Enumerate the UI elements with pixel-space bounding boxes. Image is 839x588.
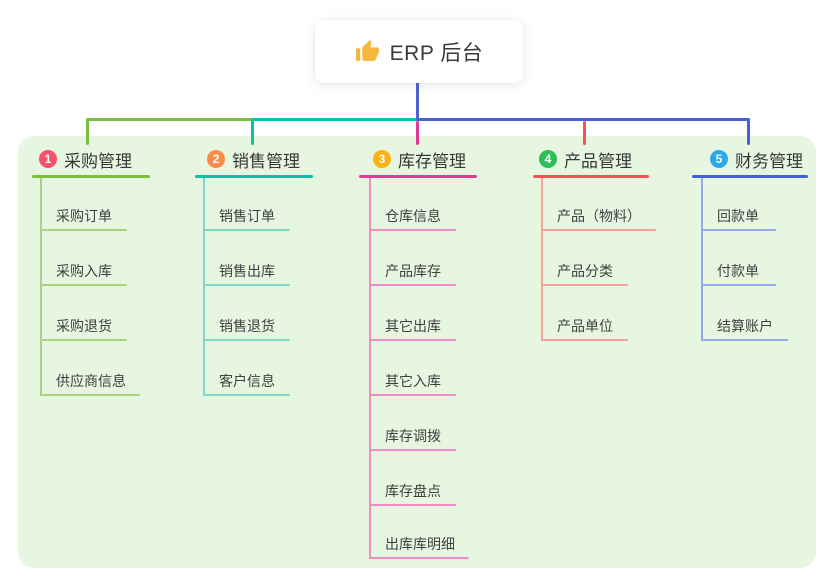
root-node-erp[interactable]: ERP 后台	[315, 20, 523, 83]
child-underline	[369, 504, 456, 506]
connector-horizontal-sales	[251, 118, 418, 121]
branch-badge-sales: 2	[207, 150, 225, 168]
child-underline	[369, 284, 456, 286]
child-node-sales-return[interactable]: 销售退货	[219, 318, 275, 334]
child-node-sales-order[interactable]: 销售订单	[219, 208, 275, 224]
child-node-product-stock[interactable]: 产品库存	[385, 263, 441, 279]
branch-title-product: 产品管理	[564, 151, 632, 171]
child-node-product-material[interactable]: 产品（物料）	[557, 208, 641, 224]
child-node-outbound-detail[interactable]: 出库库明细	[385, 536, 455, 552]
branch-node-finance[interactable]: 5 财务管理	[710, 147, 803, 171]
branch-underline-product	[533, 175, 649, 178]
child-underline	[203, 339, 290, 341]
child-underline	[369, 339, 456, 341]
child-node-stock-transfer[interactable]: 库存调拨	[385, 428, 441, 444]
branch-node-purchase[interactable]: 1 采购管理	[39, 147, 132, 171]
child-underline	[40, 229, 127, 231]
connector-drop-finance	[747, 118, 750, 145]
child-node-warehouse-info[interactable]: 仓库信息	[385, 208, 441, 224]
child-node-sales-outbound[interactable]: 销售出库	[219, 263, 275, 279]
connector-drop-inventory	[416, 121, 419, 145]
branch-title-inventory: 库存管理	[398, 151, 466, 171]
child-node-product-unit[interactable]: 产品单位	[557, 318, 613, 334]
branch-badge-finance: 5	[710, 150, 728, 168]
connector-drop-purchase	[86, 118, 89, 145]
branch-badge-purchase: 1	[39, 150, 57, 168]
connector-root-stem	[416, 82, 419, 121]
child-underline	[541, 284, 628, 286]
branch-badge-inventory: 3	[373, 150, 391, 168]
child-node-settlement-account[interactable]: 结算账户	[717, 318, 773, 334]
child-underline	[701, 229, 776, 231]
connector-horizontal-finance	[416, 118, 750, 121]
branch-node-product[interactable]: 4 产品管理	[539, 147, 632, 171]
connector-drop-product	[583, 121, 586, 145]
child-underline	[203, 394, 290, 396]
child-underline	[541, 339, 628, 341]
child-node-product-category[interactable]: 产品分类	[557, 263, 613, 279]
child-node-other-outbound[interactable]: 其它出库	[385, 318, 441, 334]
branch-spine-purchase	[40, 178, 42, 396]
child-node-receipt[interactable]: 回款单	[717, 208, 759, 224]
child-node-other-inbound[interactable]: 其它入库	[385, 373, 441, 389]
child-underline	[40, 394, 140, 396]
branch-title-finance: 财务管理	[735, 151, 803, 171]
branch-spine-finance	[701, 178, 703, 341]
child-underline	[203, 229, 290, 231]
branch-underline-inventory	[359, 175, 477, 178]
connector-horizontal-purchase	[86, 118, 253, 121]
branch-spine-sales	[203, 178, 205, 396]
root-node-label: ERP 后台	[389, 41, 484, 65]
child-node-supplier-info[interactable]: 供应商信息	[56, 373, 126, 389]
child-underline	[369, 449, 456, 451]
child-underline	[541, 229, 656, 231]
child-underline	[701, 284, 776, 286]
child-underline	[369, 394, 456, 396]
branch-spine-product	[541, 178, 543, 341]
child-underline	[701, 339, 788, 341]
branch-title-purchase: 采购管理	[64, 151, 132, 171]
branch-badge-product: 4	[539, 150, 557, 168]
branch-underline-sales	[195, 175, 313, 178]
child-node-stock-count[interactable]: 库存盘点	[385, 483, 441, 499]
child-node-purchase-inbound[interactable]: 采购入库	[56, 263, 112, 279]
thumbs-up-icon	[355, 40, 379, 61]
child-underline	[40, 284, 127, 286]
branch-node-sales[interactable]: 2 销售管理	[207, 147, 300, 171]
branch-node-inventory[interactable]: 3 库存管理	[373, 147, 466, 171]
connector-drop-sales	[251, 118, 254, 145]
child-node-purchase-return[interactable]: 采购退货	[56, 318, 112, 334]
child-underline	[203, 284, 290, 286]
branch-underline-purchase	[32, 175, 150, 178]
branch-title-sales: 销售管理	[232, 151, 300, 171]
child-node-payment[interactable]: 付款单	[717, 263, 759, 279]
child-node-purchase-order[interactable]: 采购订单	[56, 208, 112, 224]
branches-panel	[18, 136, 816, 568]
child-underline	[369, 557, 469, 559]
branch-spine-inventory	[369, 178, 371, 559]
child-node-customer-info[interactable]: 客户信息	[219, 373, 275, 389]
branch-underline-finance	[692, 175, 808, 178]
child-underline	[40, 339, 127, 341]
child-underline	[369, 229, 456, 231]
